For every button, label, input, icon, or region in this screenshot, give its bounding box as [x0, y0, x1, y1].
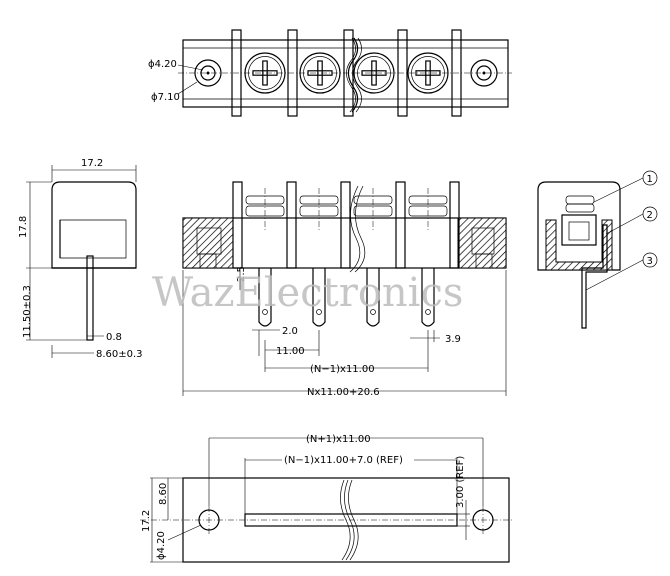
- front-span-label: (N−1)x11.00: [310, 364, 375, 375]
- side-pin-length-label: 11.50±0.3: [22, 285, 33, 338]
- pcb-layout: (N+1)x11.00 (N−1)x11.00+7.0 (REF) 3.00 (…: [140, 434, 513, 563]
- callout-2: 2: [647, 210, 653, 221]
- callout-3: 3: [647, 256, 653, 267]
- front-view: 2.5 2.0 11.00 3.9 (N−1)x11.00 Nx11.00+20…: [182, 181, 507, 398]
- pcb-slot-width-label: 3.00 (REF): [455, 456, 466, 508]
- front-pitch-label: 11.00: [276, 346, 305, 357]
- top-view: ϕ4.20 ϕ7.10: [148, 29, 512, 117]
- pcb-hole-diameter-label: ϕ4.20: [156, 531, 167, 560]
- side-pin-offset-label: 8.60±0.3: [96, 349, 143, 360]
- side-pin-thickness-label: 0.8: [106, 332, 122, 343]
- top-hole-diameter-label: ϕ4.20: [148, 59, 177, 70]
- side-height-label: 17.8: [18, 216, 29, 238]
- pcb-half-height-label: 8.60: [158, 483, 169, 505]
- section-view: 1 2 3: [537, 170, 658, 329]
- top-outer-diameter-label: ϕ7.10: [151, 92, 180, 103]
- front-pin-gap-label: 2.0: [282, 326, 298, 337]
- pcb-hole-span-label: (N+1)x11.00: [306, 434, 371, 445]
- front-pin-width-label: 2.5: [236, 266, 247, 282]
- callout-1: 1: [647, 174, 653, 185]
- watermark: WazElectronics: [152, 270, 463, 316]
- front-total-label: Nx11.00+20.6: [307, 387, 380, 398]
- front-edge-label: 3.9: [445, 334, 461, 345]
- side-view: 17.2 17.8 11.50±0.3 0.8 8.60±0.3: [18, 158, 143, 360]
- pcb-height-label: 17.2: [141, 510, 152, 532]
- side-width-label: 17.2: [81, 158, 103, 169]
- pcb-slot-span-label: (N−1)x11.00+7.0 (REF): [284, 455, 403, 466]
